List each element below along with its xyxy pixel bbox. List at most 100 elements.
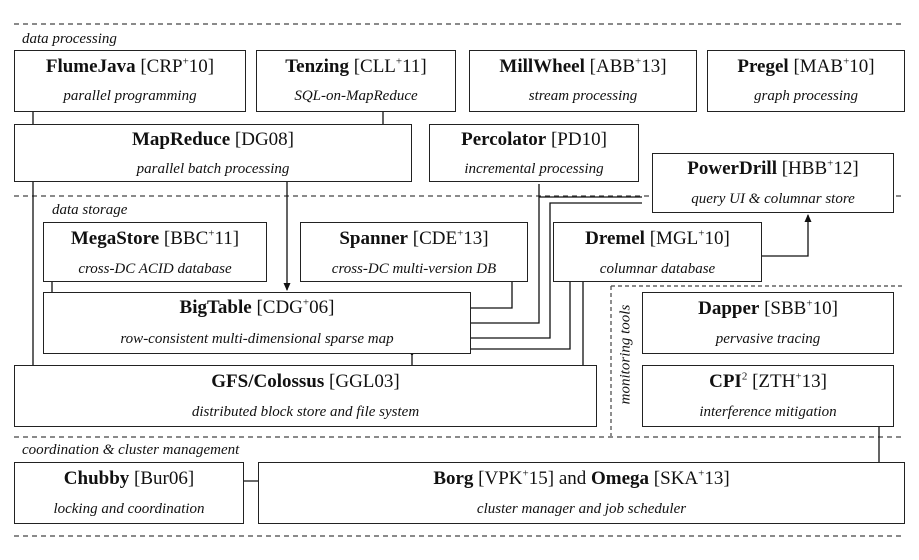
box-ref-sup: + <box>522 467 529 480</box>
box-desc: interference mitigation <box>699 404 837 420</box>
box-title: MapReduce <box>131 129 231 150</box>
powerdrill-box: PowerDrill [HBB+12] query UI & columnar … <box>652 153 894 213</box>
dremel-box: Dremel [MGL+10] columnar database <box>553 222 762 282</box>
box-ref-end: 13] <box>801 371 827 392</box>
box-ref: [HBB <box>781 158 828 179</box>
box-ref: [CLL <box>353 56 396 77</box>
box-desc: distributed block store and file system <box>191 404 420 420</box>
box-ref-end: 13] <box>641 56 667 77</box>
box-desc: stream processing <box>528 88 638 104</box>
box-conjunction: and <box>558 468 587 489</box>
box-ref: [SBB <box>764 298 807 319</box>
box-title: Dapper <box>698 298 760 319</box>
box-ref-end: 10] <box>812 298 838 319</box>
flumejava-box: FlumeJava [CRP+10] parallel programming <box>14 50 246 112</box>
millwheel-box: MillWheel [ABB+13] stream processing <box>469 50 697 112</box>
borg-omega-box: Borg [VPK+15] and Omega [SKA+13] cluster… <box>258 462 905 524</box>
box-desc: cross-DC multi-version DB <box>331 261 497 277</box>
section-label-monitoring-tools: monitoring tools <box>617 304 634 405</box>
box-title: Borg <box>433 468 474 489</box>
box-ref-end: 06] <box>309 297 335 318</box>
arrow-dremel-powerdrill <box>754 214 812 260</box>
box-ref-sup: + <box>182 55 189 68</box>
bigtable-box: BigTable [CDG+06] row-consistent multi-d… <box>43 292 471 354</box>
box-ref: [DG08] <box>234 129 294 150</box>
tenzing-box: Tenzing [CLL+11] SQL-on-MapReduce <box>256 50 456 112</box>
box-ref: [CRP <box>140 56 183 77</box>
box-ref-end: 13] <box>463 228 489 249</box>
arrow-dremel-bigtable <box>462 263 574 353</box>
box-ref-sup: + <box>302 296 310 309</box>
box-ref-2-end: 13] <box>704 468 730 489</box>
percolator-box: Percolator [PD10] incremental processing <box>429 124 639 182</box>
mapreduce-box: MapReduce [DG08] parallel batch processi… <box>14 124 412 182</box>
box-title: Dremel <box>585 228 645 249</box>
box-title: CPI <box>709 371 742 392</box>
box-ref-end: 12] <box>833 158 859 179</box>
megastore-box: MegaStore [BBC+11] cross-DC ACID databas… <box>43 222 267 282</box>
box-ref: [CDE <box>412 228 458 249</box>
box-title: Pregel <box>737 56 789 77</box>
box-desc: graph processing <box>753 88 859 104</box>
gfs-colossus-box: GFS/Colossus [GGL03] distributed block s… <box>14 365 597 427</box>
box-ref-end: 11] <box>402 56 427 77</box>
box-desc: pervasive tracing <box>715 331 821 347</box>
box-desc: query UI & columnar store <box>691 191 855 207</box>
box-ref: [BBC <box>163 228 209 249</box>
box-title: Tenzing <box>285 56 349 77</box>
box-desc: row-consistent multi-dimensional sparse … <box>120 331 394 347</box>
box-desc: columnar database <box>599 261 716 277</box>
box-ref-sup: + <box>395 55 403 68</box>
box-ref-sup: + <box>698 227 705 240</box>
dapper-box: Dapper [SBB+10] pervasive tracing <box>642 292 894 354</box>
box-title: PowerDrill <box>687 158 777 179</box>
box-title: GFS/Colossus <box>211 371 325 392</box>
box-ref-end: 15] <box>528 468 555 489</box>
box-title: Percolator <box>461 129 547 150</box>
box-title: MegaStore <box>70 228 160 249</box>
box-ref-end: 10] <box>849 56 875 77</box>
box-ref: [MGL <box>649 228 699 249</box>
box-desc: parallel programming <box>63 88 197 104</box>
box-title: BigTable <box>179 297 252 318</box>
box-ref-sup: + <box>843 55 850 68</box>
box-desc: cross-DC ACID database <box>78 261 232 277</box>
section-label-data-storage: data storage <box>52 202 128 218</box>
box-desc: parallel batch processing <box>136 161 290 177</box>
box-title: MillWheel <box>499 56 585 77</box>
pregel-box: Pregel [MAB+10] graph processing <box>707 50 905 112</box>
spanner-box: Spanner [CDE+13] cross-DC multi-version … <box>300 222 528 282</box>
section-label-data-processing: data processing <box>22 31 117 47</box>
chubby-box: Chubby [Bur06] locking and coordination <box>14 462 244 524</box>
box-ref: [PD10] <box>550 129 607 150</box>
box-title: Spanner <box>339 228 408 249</box>
box-ref: [GGL03] <box>329 371 400 392</box>
box-ref: [CDG <box>256 297 303 318</box>
box-title-sup: 2 <box>741 370 748 383</box>
box-ref-sup: + <box>635 55 642 68</box>
box-ref: [MAB <box>793 56 844 77</box>
box-title: FlumeJava <box>45 56 136 77</box>
box-ref: [ABB <box>589 56 636 77</box>
section-label-coordination: coordination & cluster management <box>22 442 240 458</box>
box-desc: cluster manager and job scheduler <box>476 501 687 517</box>
box-title-2: Omega <box>591 468 650 489</box>
box-ref-sup: + <box>795 370 802 383</box>
box-ref-end: 10] <box>704 228 730 249</box>
box-ref-end: 11] <box>214 228 240 249</box>
box-ref-sup: + <box>806 297 813 310</box>
box-ref-2: [SKA <box>653 468 699 489</box>
box-ref-sup: + <box>457 227 464 240</box>
box-desc: locking and coordination <box>53 501 205 517</box>
box-ref: [Bur06] <box>134 468 195 489</box>
cpi2-box: CPI2 [ZTH+13] interference mitigation <box>642 365 894 427</box>
box-ref-end: 10] <box>188 56 215 77</box>
box-title: Chubby <box>63 468 130 489</box>
box-ref: [ZTH <box>752 371 796 392</box>
box-desc: SQL-on-MapReduce <box>294 88 418 104</box>
box-ref: [VPK <box>478 468 523 489</box>
box-ref-sup: + <box>827 157 834 170</box>
box-ref-2-sup: + <box>698 467 705 480</box>
box-ref-sup: + <box>208 227 215 240</box>
